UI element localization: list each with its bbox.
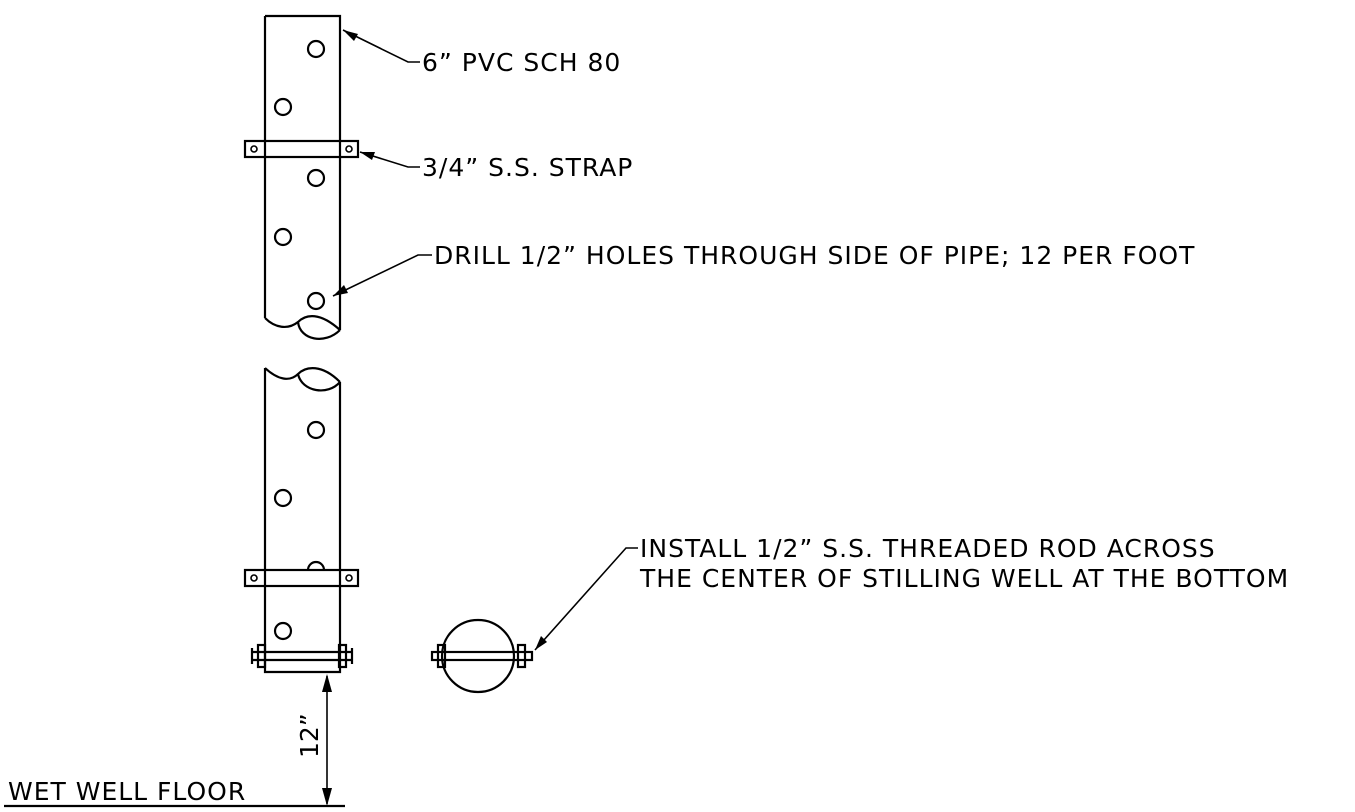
hole-circle-partial	[306, 560, 326, 571]
holes-callout: DRILL 1/2” HOLES THROUGH SIDE OF PIPE; 1…	[434, 241, 1195, 270]
dimension-12in: 12”	[295, 674, 332, 806]
hole-circle	[273, 97, 293, 117]
hole-circle	[273, 227, 293, 247]
pipe-leader-arrow-icon	[343, 30, 358, 41]
pipe-callout: 6” PVC SCH 80	[422, 48, 621, 77]
threaded-rod-side-view	[250, 643, 354, 669]
upper-pipe-break-arc	[296, 321, 341, 340]
hole-circle	[306, 291, 326, 311]
rod-callout-line2: THE CENTER OF STILLING WELL AT THE BOTTO…	[639, 564, 1289, 593]
pipe-leader	[342, 29, 420, 63]
hole-circle	[273, 488, 293, 508]
strap-bolt-icon	[345, 574, 353, 582]
plan-view-threaded-rod	[430, 650, 534, 662]
upper-strap	[243, 139, 360, 159]
strap-bolt-icon	[250, 574, 258, 582]
stilling-well-plan-view	[430, 618, 534, 694]
rod-leader-arrow-icon	[535, 636, 547, 650]
upper-pipe-outline	[263, 14, 342, 331]
strap-bolt-icon	[250, 145, 258, 153]
hole-circle	[306, 420, 326, 440]
wet-well-floor: WET WELL FLOOR	[4, 777, 345, 808]
hole-circle	[306, 168, 326, 188]
dimension-arrow-up-icon	[322, 674, 332, 692]
lower-pipe-break-arc	[296, 373, 341, 392]
plan-view-pipe-circle	[440, 618, 516, 694]
rod-callout-line1: INSTALL 1/2” S.S. THREADED ROD ACROSS	[640, 534, 1216, 563]
strap-callout: 3/4” S.S. STRAP	[422, 153, 633, 182]
rod-leader	[534, 547, 638, 651]
holes-leader	[332, 254, 432, 297]
dimension-arrow-down-icon	[322, 788, 332, 806]
hole-circle	[273, 621, 293, 641]
strap-leader	[359, 151, 420, 168]
dimension-label: 12”	[295, 713, 324, 758]
floor-label: WET WELL FLOOR	[8, 777, 246, 806]
lower-strap	[243, 568, 360, 588]
hole-circle	[306, 39, 326, 59]
holes-leader-arrow-icon	[333, 285, 348, 296]
lower-pipe-section	[243, 367, 360, 674]
strap-bolt-icon	[345, 145, 353, 153]
leader-lines	[332, 29, 638, 651]
strap-leader-arrow-icon	[360, 152, 375, 160]
upper-pipe-section	[243, 14, 360, 340]
